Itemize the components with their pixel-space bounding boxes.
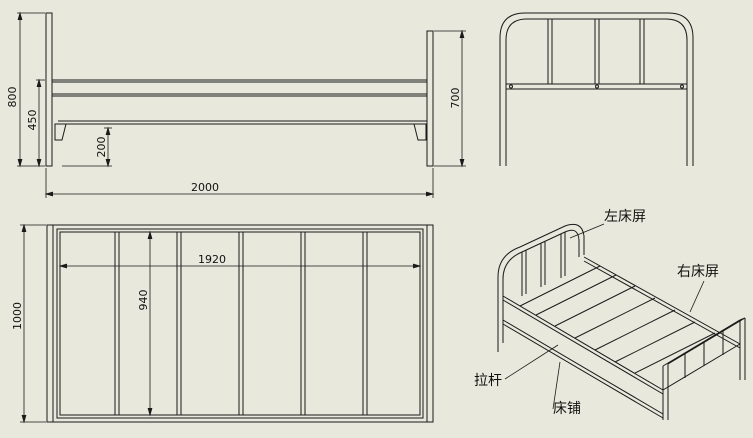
label-left-headboard: 左床屏 <box>604 209 646 225</box>
dim-450: 450 <box>26 110 39 131</box>
dim-1920: 1920 <box>198 253 226 266</box>
dim-200: 200 <box>95 137 108 158</box>
dim-2000: 2000 <box>191 181 219 194</box>
top-view <box>46 224 434 423</box>
dim-1000: 1000 <box>11 302 24 330</box>
dim-700: 700 <box>449 88 462 109</box>
isometric-leaders <box>504 223 705 410</box>
front-view <box>45 12 434 167</box>
dim-940: 940 <box>137 290 150 311</box>
top-view-dimensions <box>20 223 422 424</box>
dim-800: 800 <box>6 87 19 108</box>
label-tie-bar: 拉杆 <box>474 373 502 389</box>
side-view <box>499 12 694 166</box>
isometric-view <box>497 223 746 420</box>
label-right-headboard: 右床屏 <box>677 264 719 280</box>
label-bed-board: 床铺 <box>553 401 581 417</box>
front-view-dimensions <box>17 11 466 198</box>
